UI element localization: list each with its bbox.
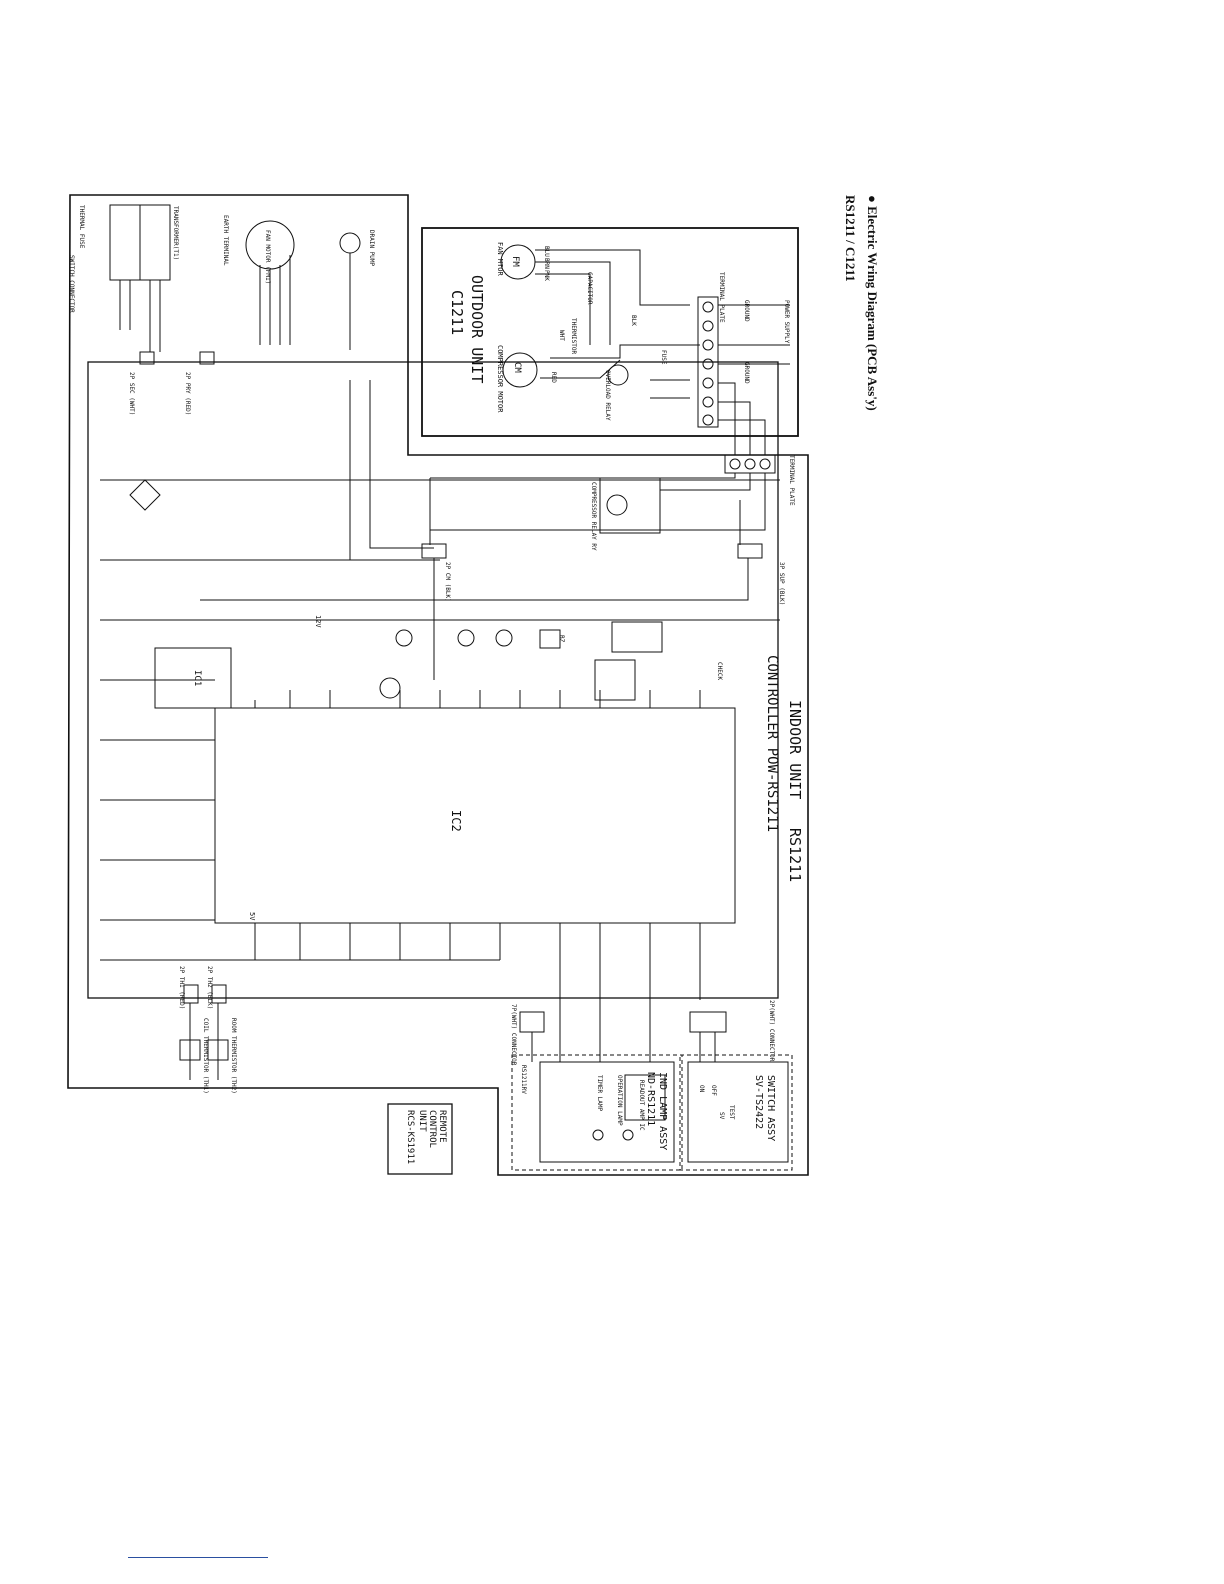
switch-assy-dashed bbox=[679, 1054, 793, 1171]
switch-assy-model: SV-TS2422 bbox=[753, 1075, 764, 1129]
connector-2p bbox=[689, 1011, 727, 1033]
sec-connector-label: 2P SEC (WHT) bbox=[128, 372, 135, 415]
wire-red-label: RED bbox=[550, 372, 557, 383]
room-thermistor-symbol bbox=[207, 1039, 229, 1061]
switch-test-label: TEST bbox=[728, 1105, 735, 1120]
lamp-assy-model: ND-RS1211 bbox=[645, 1072, 656, 1126]
outdoor-unit-model: C1211 bbox=[448, 290, 466, 335]
readout-amp-label: READOUT AMP IC bbox=[638, 1080, 645, 1131]
ic2-chip bbox=[214, 707, 736, 924]
outdoor-fm-symbol: FM bbox=[510, 256, 520, 267]
remote-line3: UNIT bbox=[417, 1110, 427, 1132]
earth-terminal-label: EARTH TERMINAL bbox=[222, 215, 229, 266]
indoor-terminal-label: TERMINAL PLATE bbox=[788, 455, 795, 506]
switch-sv-label: SV bbox=[718, 1112, 725, 1120]
drain-pump-label: DRAIN PUMP bbox=[368, 230, 375, 267]
switch-assy-box bbox=[687, 1061, 789, 1163]
indoor-unit-title: INDOOR UNIT bbox=[786, 700, 804, 799]
voltage-5v: 5V bbox=[248, 912, 256, 921]
indoor-unit-boundary bbox=[67, 194, 809, 1176]
operation-lamp-label: OPERATION LAMP bbox=[616, 1075, 623, 1126]
outdoor-fan-motor-label: FAN MTOR bbox=[496, 242, 504, 277]
ic1-label: IC1 bbox=[192, 670, 202, 686]
remote-line2: CONTROL bbox=[427, 1110, 437, 1148]
controller-label: CONTROLLER POW-RS1211 bbox=[764, 655, 780, 832]
drain-pump-symbol bbox=[339, 232, 361, 254]
wire-blu-label: BLU bbox=[543, 246, 550, 257]
timer-lamp-label: TIMER LAMP bbox=[596, 1075, 603, 1112]
compressor-label: COMPRESSOR MOTOR bbox=[496, 345, 504, 413]
pry-connector bbox=[199, 351, 215, 365]
th1-connector bbox=[183, 984, 199, 1004]
wire-pnk-label: PNK bbox=[543, 270, 550, 281]
compressor-relay-label: COMPRESSOR RELAY RY bbox=[590, 482, 597, 551]
sec-connector bbox=[139, 351, 155, 365]
sup-connector-label: 3P SUP (BLK) bbox=[778, 562, 785, 605]
cm-connector-label: 2P CM (BLK) bbox=[444, 562, 451, 602]
ic1-chip bbox=[154, 647, 232, 709]
wire-brn-label: BRN bbox=[543, 258, 550, 269]
coil-thermistor-label: COIL THERMISTOR (TH1) bbox=[202, 1018, 209, 1094]
th1-connector-label: 2P TH1 (RED) bbox=[178, 966, 185, 1009]
connector-7p-label: 7P(WHT) CONNECTOR bbox=[510, 1004, 517, 1066]
wire-blk-label: BLK bbox=[630, 315, 637, 326]
th2-connector bbox=[211, 984, 227, 1004]
footer-rule bbox=[128, 1557, 268, 1558]
power-supply-label: POWER SUPPLY bbox=[783, 300, 790, 344]
transformer-label: TRANSFORMER(T1) bbox=[172, 206, 179, 260]
check-label: CHECK bbox=[716, 662, 723, 680]
remote-title: REMOTE bbox=[437, 1110, 447, 1143]
overload-label: OVERLOAD RELAY bbox=[604, 370, 611, 421]
ic2-label: IC2 bbox=[449, 810, 463, 832]
outdoor-cm-symbol: CM bbox=[512, 362, 522, 373]
lamp-assy-box bbox=[539, 1061, 675, 1163]
outdoor-unit-box bbox=[421, 227, 799, 437]
capacitor-label: CAPACITOR bbox=[586, 272, 593, 305]
remote-control-box bbox=[387, 1103, 453, 1175]
fuse-label: FUSE bbox=[660, 350, 667, 365]
room-thermistor-label: ROOM THERMISTOR (TH2) bbox=[230, 1018, 237, 1094]
thermistor-label: THERMISTOR bbox=[570, 318, 577, 355]
connector-7p bbox=[519, 1011, 545, 1033]
sup-connector bbox=[737, 543, 763, 559]
th2-connector-label: 2P TH2 (BLK) bbox=[206, 966, 213, 1009]
indoor-fan-motor-label: FAN MOTOR (FM1) bbox=[264, 230, 271, 284]
remote-model: RCS-KS1911 bbox=[405, 1110, 415, 1164]
switch-off-label: OFF bbox=[710, 1085, 717, 1096]
bz-label: BZ bbox=[558, 635, 565, 643]
thermal-fuse-label: THERMAL FUSE bbox=[78, 205, 85, 249]
terminal-plate-label: TERMINAL PLATE bbox=[718, 272, 725, 323]
switch-assy-title: SWITCH ASSY bbox=[765, 1075, 776, 1141]
cm-connector bbox=[421, 543, 447, 559]
lamp-assy-dashed bbox=[511, 1054, 683, 1171]
ground-label-2: GROUND bbox=[743, 362, 750, 384]
indoor-unit-model: RS1211 bbox=[786, 828, 804, 882]
coil-thermistor-symbol bbox=[179, 1039, 201, 1061]
pry-connector-label: 2P PRY (RED) bbox=[184, 372, 191, 415]
outdoor-terminal-plate bbox=[697, 296, 719, 428]
lamp-assy-title: IND LAMP ASSY bbox=[657, 1072, 668, 1150]
wire-wht-label: WHT bbox=[558, 330, 565, 341]
lamp-assy-ref: RS1211RV bbox=[520, 1065, 527, 1094]
ground-label-1: GROUND bbox=[743, 300, 750, 322]
compressor-motor-symbol bbox=[502, 352, 538, 388]
switch-connector-label: SWITCH CONNECTOR bbox=[68, 255, 75, 313]
voltage-12v: 12V bbox=[314, 615, 322, 628]
switch-on-label: ON bbox=[698, 1085, 705, 1093]
connector-2p-label: 2P(WHT) CONNECTOR bbox=[768, 1000, 775, 1062]
controller-pcb-box bbox=[87, 361, 779, 999]
outdoor-unit-title: OUTDOOR UNIT bbox=[468, 275, 486, 383]
